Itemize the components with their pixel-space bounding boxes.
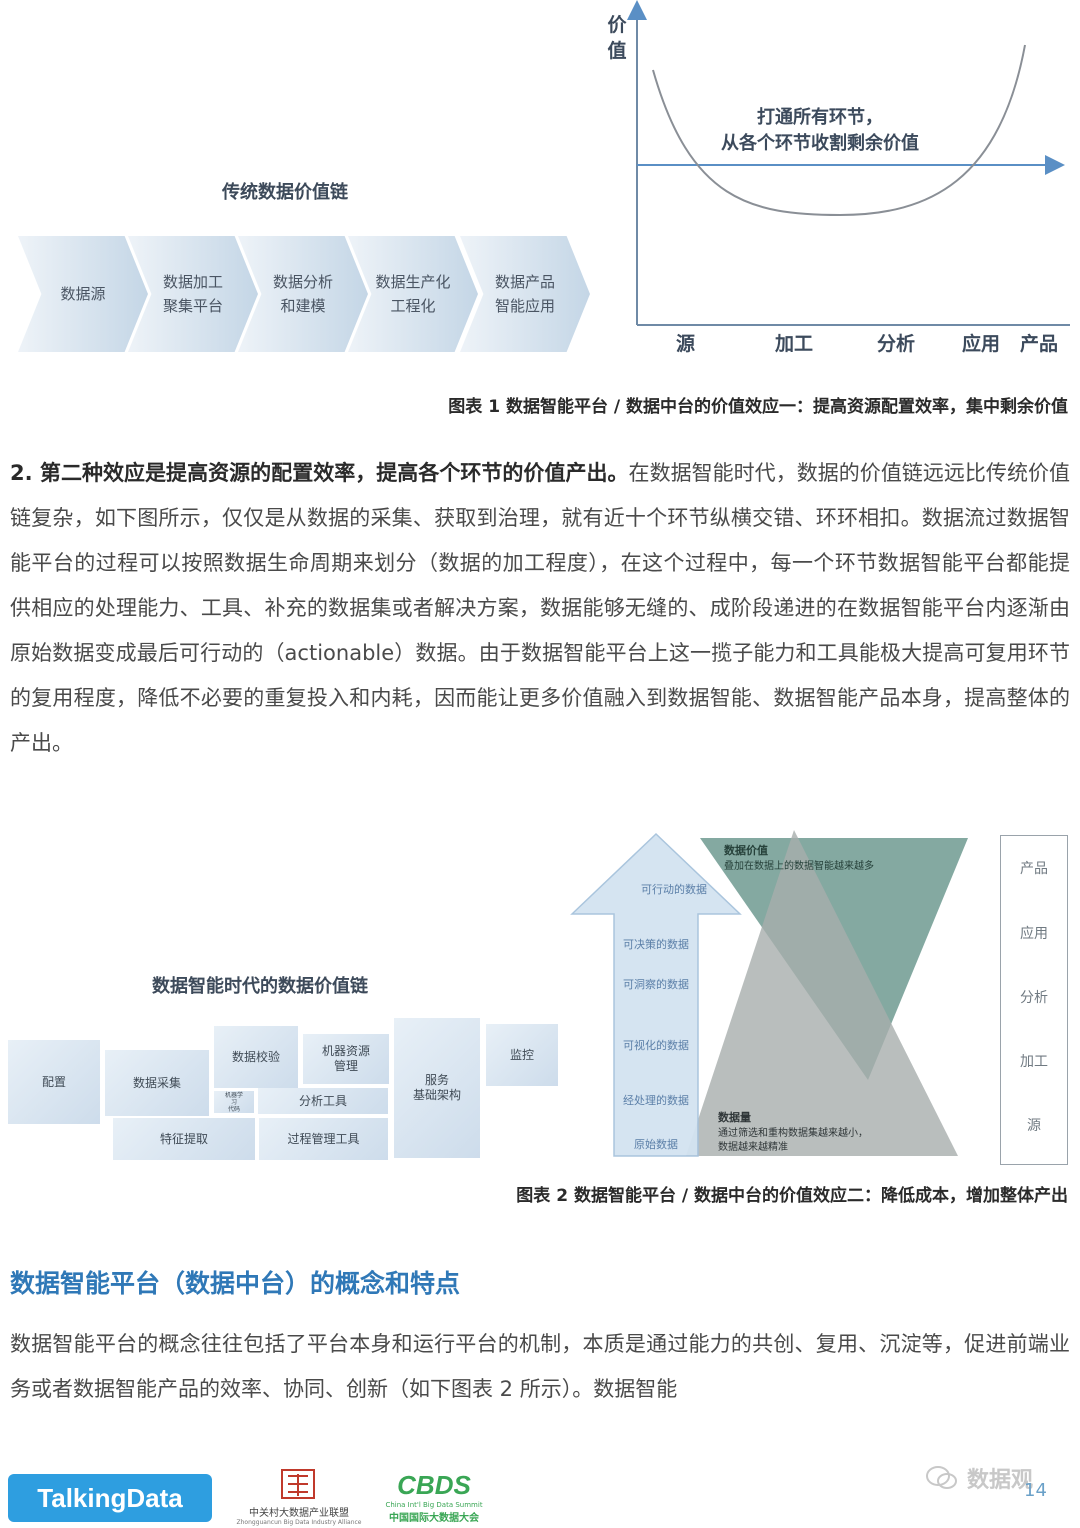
cbds-logo-mark: CBDS [397, 1470, 471, 1500]
arrow-level: 可决策的数据 [623, 938, 689, 951]
curve-annotation: 打通所有环节， 从各个环节收割剩余价值 [721, 107, 919, 154]
y-axis-label: 价值 [607, 14, 627, 62]
block-collect: 数据采集 [105, 1050, 209, 1116]
value-description: 叠加在数据上的数据智能越来越多 [724, 861, 874, 872]
figure1-title: 传统数据价值链 [222, 182, 348, 203]
x-tick-label: 加工 [775, 333, 814, 355]
page-number: 14 [1024, 1480, 1047, 1501]
figure2-title: 数据智能时代的数据价值链 [152, 976, 368, 997]
lifecycle-sidebar: 产品 应用 分析 加工 源 [1000, 835, 1068, 1165]
chain-step-label: 数据源 [60, 285, 106, 303]
x-tick-label: 源 [676, 333, 696, 355]
zgc-logo-text: 中关村大数据产业联盟 [249, 1508, 349, 1519]
x-tick-label: 分析 [877, 333, 916, 355]
block-ml-code: 机器学 习 代码 [214, 1091, 254, 1113]
arrow-level: 经处理的数据 [623, 1094, 689, 1107]
paragraph-second-effect: 2. 第二种效应是提高资源的配置效率，提高各个环节的价值产出。在数据智能时代，数… [10, 451, 1070, 766]
paragraph-lead: 2. 第二种效应是提高资源的配置效率，提高各个环节的价值产出。 [10, 461, 629, 485]
upward-arrow [570, 832, 742, 1157]
arrow-level: 可行动的数据 [641, 883, 707, 896]
side-label: 应用 [1020, 926, 1048, 942]
volume-description-1: 通过筛选和重构数据集越来越小， [718, 1128, 868, 1139]
x-tick-label: 应用 [962, 333, 1001, 355]
cbds-logo-english: China Int'l Big Data Summit [385, 1501, 483, 1509]
pyramid-svg [570, 830, 968, 1157]
arrow-level: 原始数据 [634, 1138, 678, 1151]
block-process-management: 过程管理工具 [259, 1118, 388, 1160]
zgc-alliance-logo: 中关村大数据产业联盟 Zhongguancun Big Data Industr… [236, 1468, 362, 1526]
volume-triangle [686, 830, 958, 1156]
volume-title: 数据量 [718, 1111, 751, 1124]
value-curve-chart: 价值 打通所有环节， 从各个环节收割剩余价值 源 加工 分析 应用 产品 [600, 0, 1080, 370]
x-tick-label: 产品 [1020, 333, 1059, 355]
block-machine-resources: 机器资源 管理 [303, 1034, 389, 1084]
cbds-logo-chinese: 中国国际大数据大会 [389, 1513, 479, 1524]
chain-step-label: 数据产品 智能应用 [494, 273, 555, 315]
block-service-infra: 服务 基础架构 [394, 1018, 480, 1158]
wechat-icon [926, 1466, 957, 1489]
chain-step-source: 数据源 [18, 236, 148, 352]
arrow-level: 可洞察的数据 [623, 978, 689, 991]
block-monitor: 监控 [486, 1024, 558, 1086]
side-label: 分析 [1020, 990, 1048, 1006]
section-heading: 数据智能平台（数据中台）的概念和特点 [10, 1269, 461, 1298]
chain-step-product: 数据产品 智能应用 [460, 236, 590, 352]
data-value-pyramid: 可行动的数据 可决策的数据 可洞察的数据 可视化的数据 经处理的数据 原始数据 … [568, 826, 978, 1171]
cbds-logo: CBDS China Int'l Big Data Summit 中国国际大数据… [376, 1470, 492, 1524]
volume-description-2: 数据越来越精准 [718, 1142, 788, 1153]
chain-step-label: 数据生产化 工程化 [375, 273, 451, 315]
figure1-caption: 图表 1 数据智能平台 / 数据中台的价值效应一：提高资源配置效率，集中剩余价值 [448, 397, 1068, 417]
traditional-value-chain: 数据源 数据加工 聚集平台 数据分析 和建模 数据生产化 工程化 数据产品 智能… [0, 236, 600, 352]
arrow-level: 可视化的数据 [623, 1039, 689, 1052]
watermark-text: 数据观 [967, 1468, 1034, 1493]
side-label: 源 [1027, 1118, 1041, 1134]
section-body: 数据智能平台的概念往往包括了平台本身和运行平台的机制，本质是通过能力的共创、复用… [10, 1332, 1070, 1401]
chain-step-label: 数据分析 和建模 [272, 273, 333, 315]
side-label: 加工 [1020, 1054, 1048, 1070]
watermark: 数据观 [925, 1458, 1075, 1498]
zgc-logo-subtext: Zhongguancun Big Data Industry Alliance [236, 1519, 362, 1526]
value-title: 数据价值 [724, 844, 768, 857]
block-validate: 数据校验 [214, 1026, 298, 1088]
block-feature-extraction: 特征提取 [113, 1118, 255, 1160]
value-curve-svg [627, 0, 1070, 326]
talkingdata-logo: TalkingData [8, 1474, 212, 1522]
side-label: 产品 [1020, 861, 1048, 877]
zgc-seal-icon [281, 1469, 315, 1499]
block-analysis-tools: 分析工具 [258, 1088, 388, 1114]
paragraph-body: 在数据智能时代，数据的价值链远远比传统价值链复杂，如下图所示，仅仅是从数据的采集… [10, 461, 1070, 755]
value-curve [652, 44, 1026, 217]
chain-step-label: 数据加工 聚集平台 [162, 273, 223, 315]
figure2-caption: 图表 2 数据智能平台 / 数据中台的价值效应二：降低成本，增加整体产出 [516, 1186, 1068, 1206]
block-config: 配置 [8, 1040, 100, 1124]
